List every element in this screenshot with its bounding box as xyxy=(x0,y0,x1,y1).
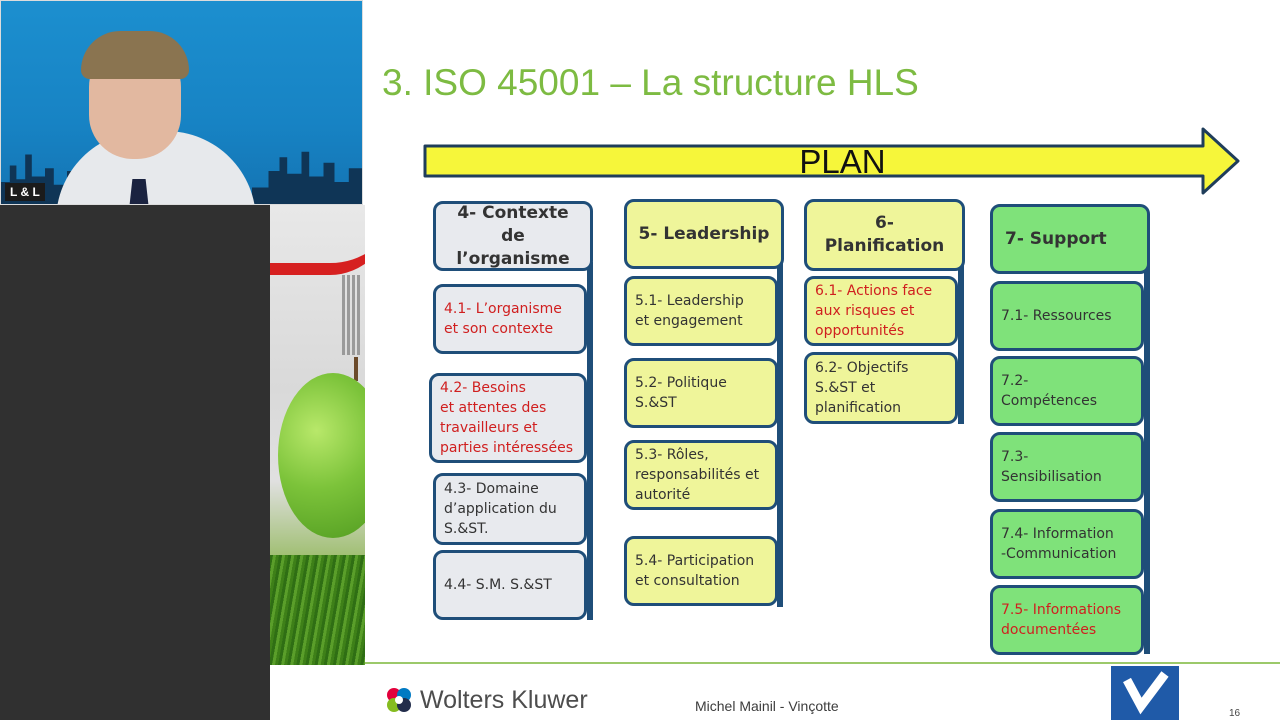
clause-box[interactable]: 4.3- Domaine d’application du S.&ST. xyxy=(433,473,587,545)
vincotte-checkmark-logo-icon xyxy=(1111,666,1179,720)
presenter-tie xyxy=(128,179,150,204)
slide-title: 3. ISO 45001 – La structure HLS xyxy=(382,62,919,103)
red-ribbon-decoration xyxy=(270,205,365,275)
clause-label: 7.3- Sensibilisation xyxy=(1001,449,1102,485)
clause-box[interactable]: 5.3- Rôles, responsabilités et autorité xyxy=(624,440,778,510)
clause-label: 5.1- Leadership et engagement xyxy=(635,293,744,329)
clause-label: 6.1- Actions face aux risques et opportu… xyxy=(815,283,933,339)
plan-label: PLAN xyxy=(799,143,886,180)
column-header-label: 4- Contexte de l’organisme xyxy=(456,202,570,269)
clause-box[interactable]: 7.2- Compétences xyxy=(990,356,1144,426)
clause-label: 6.2- Objectifs S.&ST et planification xyxy=(815,360,909,416)
column-header-label: 5- Leadership xyxy=(638,223,770,244)
column-header-planification[interactable]: 6- Planification xyxy=(804,199,965,271)
clause-box[interactable]: 5.1- Leadership et engagement xyxy=(624,276,778,346)
decorative-photo xyxy=(270,205,365,665)
column-connector-line xyxy=(777,262,783,607)
clause-box[interactable]: 5.4- Participation et consultation xyxy=(624,536,778,606)
column-connector-line xyxy=(1144,262,1150,654)
clause-box[interactable]: 6.2- Objectifs S.&ST et planification xyxy=(804,352,958,424)
clause-box[interactable]: 6.1- Actions face aux risques et opportu… xyxy=(804,276,958,346)
clause-box[interactable]: 7.3- Sensibilisation xyxy=(990,432,1144,502)
clause-box[interactable]: 4.2- Besoins et attentes des travailleur… xyxy=(429,373,587,463)
column-header-support[interactable]: 7- Support xyxy=(990,204,1150,274)
clause-label: 7.5- Informations documentées xyxy=(1001,602,1122,638)
clause-label: 4.1- L’organisme et son contexte xyxy=(444,301,562,337)
clause-label: 7.2- Compétences xyxy=(1001,373,1098,409)
apple-stem-decoration xyxy=(354,357,358,381)
column-connector-line xyxy=(587,262,593,620)
clause-label: 5.4- Participation et consultation xyxy=(635,553,755,589)
clause-label: 4.3- Domaine d’application du S.&ST. xyxy=(444,481,557,537)
webcam-video: L & L xyxy=(0,0,363,205)
presenter-hair xyxy=(81,31,189,79)
clause-label: 4.4- S.M. S.&ST xyxy=(444,577,552,593)
clause-box[interactable]: 7.5- Informations documentées xyxy=(990,585,1144,655)
brand-name: Wolters Kluwer xyxy=(420,686,588,714)
column-header-leadership[interactable]: 5- Leadership xyxy=(624,199,784,269)
clause-label: 4.2- Besoins et attentes des travailleur… xyxy=(440,380,573,456)
clause-label: 5.3- Rôles, responsabilités et autorité xyxy=(635,447,760,503)
footer-divider xyxy=(365,662,1280,664)
clause-label: 7.4- Information -Communication xyxy=(1001,526,1117,562)
clause-label: 7.1- Ressources xyxy=(1001,308,1112,324)
column-header-label: 6- Planification xyxy=(824,213,945,256)
webcam-label: L & L xyxy=(5,183,45,201)
city-skyline-background xyxy=(252,151,362,204)
clause-box[interactable]: 5.2- Politique S.&ST xyxy=(624,358,778,428)
presenter-credit: Michel Mainil - Vinçotte xyxy=(695,698,839,714)
clause-box[interactable]: 7.1- Ressources xyxy=(990,281,1144,351)
plan-arrow xyxy=(423,127,1240,195)
clause-label: 5.2- Politique S.&ST xyxy=(635,375,727,411)
clause-box[interactable]: 7.4- Information -Communication xyxy=(990,509,1144,579)
presentation-slide: 3. ISO 45001 – La structure HLS PLAN 4- … xyxy=(365,0,1280,720)
column-header-contexte[interactable]: 4- Contexte de l’organisme xyxy=(433,201,593,271)
fork-decoration xyxy=(342,275,360,355)
green-apple-decoration xyxy=(278,373,365,538)
page-number: 16 xyxy=(1229,708,1241,719)
wolters-kluwer-logo-icon xyxy=(387,688,411,712)
grass-decoration xyxy=(270,555,365,665)
clause-box[interactable]: 4.1- L’organisme et son contexte xyxy=(433,284,587,354)
column-connector-line xyxy=(958,262,964,424)
clause-box[interactable]: 4.4- S.M. S.&ST xyxy=(433,550,587,620)
column-header-label: 7- Support xyxy=(1005,228,1107,249)
